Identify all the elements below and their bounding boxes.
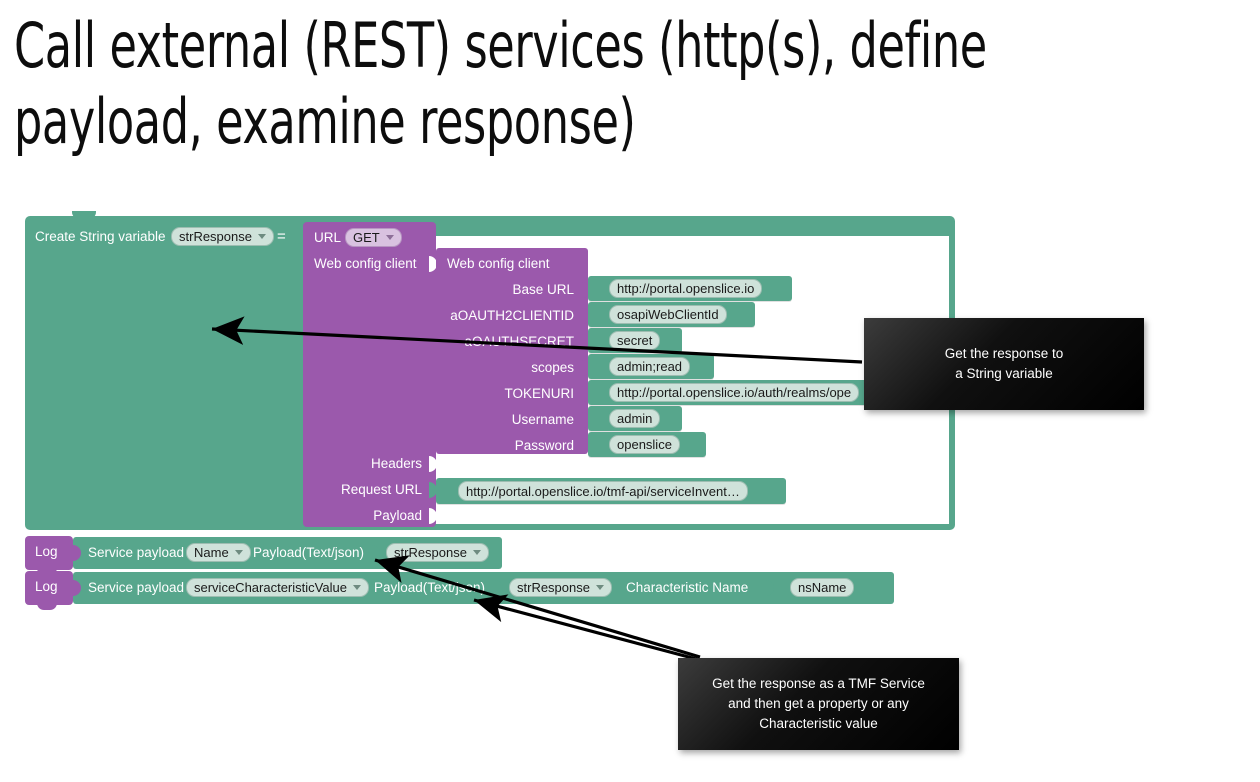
service-payload-label-1: Service payload [88, 545, 185, 560]
log-row-1[interactable]: Service payload Name Payload(Text/json) … [73, 537, 502, 569]
value-socket-icon [582, 360, 590, 376]
payload-value-dropdown-1[interactable]: strResponse [386, 543, 489, 562]
service-property-value-1: Name [194, 545, 229, 560]
log-block-tab-2[interactable]: Log [25, 571, 73, 610]
value-socket-icon [73, 545, 81, 561]
tokenuri-label: TOKENURI [504, 386, 574, 401]
block-web-config-client[interactable]: Web config client Base URL aOAUTH2CLIENT… [436, 248, 590, 454]
service-property-dropdown-1[interactable]: Name [186, 543, 251, 562]
variable-name-value: strResponse [179, 229, 252, 244]
value-socket-icon [429, 482, 437, 498]
chevron-down-icon [257, 234, 266, 239]
chevron-down-icon [595, 585, 604, 590]
payload-value-1: strResponse [394, 545, 467, 560]
base-url-value: http://portal.openslice.io [617, 281, 755, 296]
password-label: Password [514, 438, 574, 453]
service-payload-label-2: Service payload [88, 580, 185, 595]
payload-text-json-label-1: Payload(Text/json) [253, 545, 365, 560]
chevron-down-icon [472, 550, 481, 555]
value-socket-icon [73, 580, 81, 596]
password-field[interactable]: openslice [609, 435, 680, 454]
page-title: Call external (REST) services (http(s), … [14, 9, 1001, 158]
payload-label: Payload [373, 508, 422, 523]
url-label: URL [314, 230, 342, 245]
base-url-field[interactable]: http://portal.openslice.io [609, 279, 763, 298]
block-top-notch [72, 211, 96, 219]
value-socket-icon [582, 308, 590, 324]
http-method-dropdown[interactable]: GET [345, 228, 402, 247]
value-socket-icon [582, 438, 590, 454]
log-block-tab-1[interactable]: Log [25, 536, 73, 575]
value-socket-icon [582, 412, 590, 428]
value-socket-icon [766, 580, 774, 596]
username-field[interactable]: admin [609, 409, 661, 428]
scopes-label: scopes [531, 360, 574, 375]
block-url-get[interactable]: URL GET Web config client Headers Reques… [303, 222, 437, 527]
value-socket-icon [372, 545, 380, 561]
request-url-field[interactable]: http://portal.openslice.io/tmf-api/servi… [458, 481, 748, 501]
block-bottom-notch [37, 603, 57, 610]
value-socket-icon [582, 386, 590, 402]
value-socket-icon [429, 456, 437, 472]
username-label: Username [511, 412, 574, 427]
base-url-label: Base URL [512, 282, 574, 297]
request-url-value: http://portal.openslice.io/tmf-api/servi… [466, 483, 740, 499]
scopes-field[interactable]: admin;read [609, 357, 691, 376]
oauth2-clientid-value: osapiWebClientId [617, 307, 719, 322]
equals-sign: = [277, 228, 286, 245]
chevron-down-icon [352, 585, 361, 590]
tokenuri-field[interactable]: http://portal.openslice.io/auth/realms/o… [609, 383, 860, 402]
characteristic-name-value: nsName [798, 580, 847, 595]
web-config-client-socket-label: Web config client [314, 256, 417, 271]
log-row-2[interactable]: Service payload serviceCharacteristicVal… [73, 572, 894, 604]
value-socket-icon [297, 228, 305, 244]
headers-label: Headers [370, 456, 422, 471]
chevron-down-icon [234, 550, 243, 555]
payload-value-2: strResponse [517, 580, 590, 595]
characteristic-name-field[interactable]: nsName [790, 578, 855, 597]
create-variable-label: Create String variable [35, 229, 166, 244]
value-socket-icon [429, 508, 437, 524]
oauth-secret-value: secret [617, 333, 653, 348]
log-label-2: Log [35, 579, 58, 594]
password-value: openslice [617, 437, 672, 452]
value-socket-icon [582, 282, 590, 298]
log-label-1: Log [35, 544, 58, 559]
oauth2-clientid-field[interactable]: osapiWebClientId [609, 305, 727, 324]
variable-name-dropdown[interactable]: strResponse [171, 227, 274, 246]
characteristic-name-label: Characteristic Name [626, 580, 749, 595]
payload-value-dropdown-2[interactable]: strResponse [509, 578, 612, 597]
callout-get-response-string: Get the response to a String variable [864, 318, 1144, 410]
oauth-secret-label: aOAUTHSECRET [464, 334, 574, 349]
service-property-value-2: serviceCharacteristicValue [194, 580, 347, 595]
callout-get-response-tmf: Get the response as a TMF Service and th… [678, 658, 959, 750]
payload-text-json-label-2: Payload(Text/json) [374, 580, 486, 595]
value-socket-icon [429, 256, 437, 272]
scopes-value: admin;read [617, 359, 683, 374]
oauth-secret-field[interactable]: secret [609, 331, 661, 350]
chevron-down-icon [385, 235, 394, 240]
http-method-value: GET [353, 230, 380, 245]
web-config-client-title: Web config client [447, 256, 550, 271]
oauth2-clientid-label: aOAUTH2CLIENTID [450, 308, 574, 323]
service-property-dropdown-2[interactable]: serviceCharacteristicValue [186, 578, 369, 597]
value-socket-icon [495, 580, 503, 596]
username-value: admin [617, 411, 653, 426]
tokenuri-value: http://portal.openslice.io/auth/realms/o… [617, 385, 852, 400]
request-url-label: Request URL [340, 482, 422, 497]
